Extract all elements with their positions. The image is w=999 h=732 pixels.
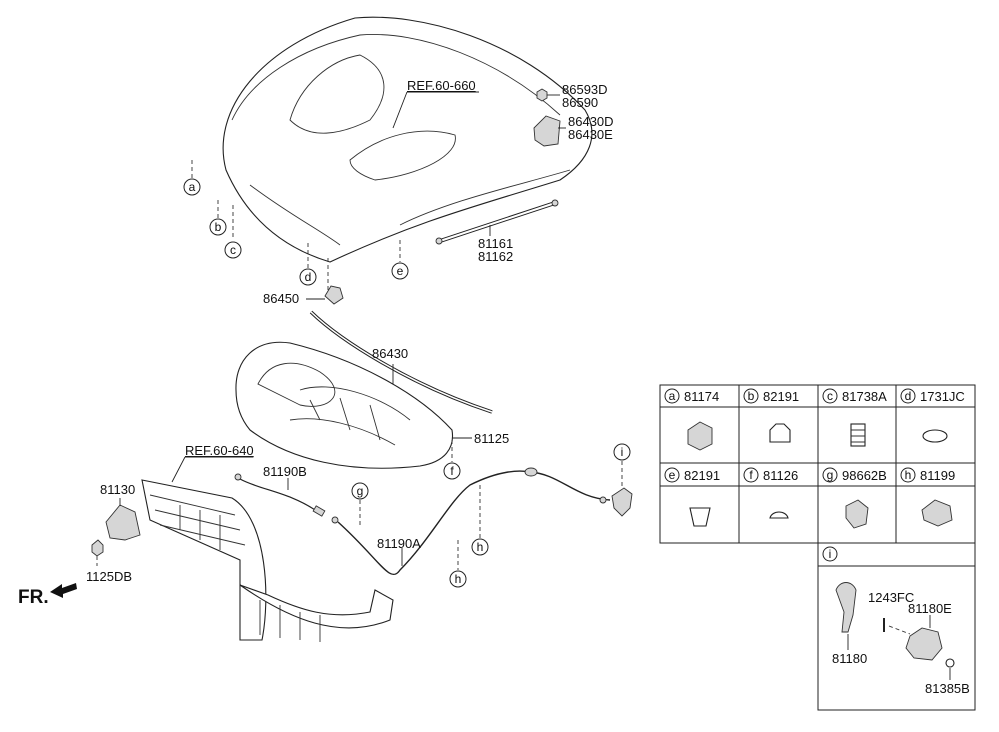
label-86590: 86590 [562,95,598,110]
svg-text:f: f [450,464,454,478]
svg-text:a: a [189,180,196,194]
label-86430E: 86430E [568,127,613,142]
legend-cell-g: g 98662B [822,467,887,529]
label-81190A: 81190A [377,536,421,551]
part-icon-81199 [921,499,953,527]
label-81130: 81130 [100,482,135,497]
legend-part-c: 81738A [842,389,887,404]
svg-text:g: g [827,468,834,482]
hood-bumper-stop: 86450 [263,285,344,306]
label-86593D: 86593D [562,82,608,97]
legend-part-d: 1731JC [920,389,965,404]
label-81180: 81180 [832,651,867,666]
hood-weatherstrip: 86430 [309,310,493,414]
callout-e: e [391,262,409,280]
part-icon-82191-b [769,423,791,443]
label-81161: 81161 [478,236,513,251]
svg-text:c: c [827,389,833,403]
callout-a: a [183,178,201,196]
callout-h-upper: h [471,538,489,556]
label-81125: 81125 [474,431,509,446]
front-ref-label: REF.60-640 [185,443,254,458]
part-icon-81738A [850,423,866,447]
label-81180E: 81180E [908,601,952,616]
svg-text:e: e [669,468,676,482]
front-end-module [141,479,394,642]
hood-hinge-bracket: 86430D 86430E [533,114,614,147]
part-icon-81174 [687,421,713,451]
svg-text:h: h [905,468,912,482]
svg-text:d: d [905,389,912,403]
hood-lift-strut: 81161 81162 [435,199,559,264]
parts-legend-table: a 81174 b 82191 c 81738A d 1731JC e 8 [659,384,976,544]
label-1243FC: 1243FC [868,590,914,605]
svg-text:c: c [230,243,236,257]
svg-text:d: d [305,270,312,284]
svg-text:b: b [748,389,755,403]
label-81385B: 81385B [925,681,970,696]
release-cable-a: 81190A [331,461,623,576]
part-icon-82191-e [689,507,711,527]
legend-cell-c: c 81738A [822,388,887,447]
legend-part-e: 82191 [684,468,720,483]
svg-text:b: b [215,220,222,234]
part-icon-98662B [845,499,869,529]
svg-text:a: a [669,389,676,403]
hood-reference: REF.60-660 [392,78,479,129]
legend-cell-d: d 1731JC [900,388,965,443]
callout-g: g [351,482,369,500]
legend-part-h: 81199 [920,468,955,483]
svg-text:h: h [455,572,462,586]
svg-text:i: i [621,445,624,459]
release-cable-b: 81190B [234,464,326,517]
svg-text:e: e [397,264,404,278]
part-icon-1731JC [922,429,948,443]
callout-b: b [209,218,227,236]
hood-bumper-nut: 86593D 86590 [536,82,608,110]
legend-cell-e: e 82191 [664,467,720,527]
label-86430: 86430 [372,346,408,361]
svg-text:i: i [829,547,832,561]
label-81162: 81162 [478,249,513,264]
hood-insulator: 81125 [235,341,509,469]
callout-d: d [299,268,317,286]
front-direction-label: FR. [18,587,49,608]
front-reference: REF.60-640 [171,443,254,483]
callout-c: c [224,241,242,259]
label-86430D: 86430D [568,114,614,129]
legend-part-a: 81174 [684,389,719,404]
hood-panel [222,16,593,263]
label-86450: 86450 [263,291,299,306]
nut-81385B [945,658,955,668]
callout-i: i [613,443,631,461]
callout-f: f [443,462,461,480]
label-1125DB: 1125DB [86,569,132,584]
callout-h-lower: h [449,570,467,588]
circle-callouts: a b c d e f g h h i [183,178,631,588]
part-icon-81126 [769,511,789,519]
label-81190B: 81190B [263,464,307,479]
svg-text:h: h [477,540,484,554]
legend-cell-f: f 81126 [743,467,798,519]
release-bracket-81180E [905,627,943,661]
front-direction-arrow [50,583,77,598]
svg-text:g: g [357,484,364,498]
hood-ref-label: REF.60-660 [407,78,476,93]
legend-part-g: 98662B [842,468,887,483]
legend-cell-a: a 81174 [664,388,719,451]
legend-part-b: 82191 [763,389,799,404]
legend-part-f: 81126 [763,468,798,483]
detail-i-box: i 81180 1243FC 81180E 81385B [817,542,976,711]
hood-dash-leaders [191,160,401,290]
svg-text:f: f [749,468,753,482]
release-handle-81180 [835,582,857,633]
legend-cell-h: h 81199 [900,467,955,527]
hood-release-handle-assy [611,487,633,517]
hood-latch: 81130 1125DB FR. [18,482,141,608]
legend-cell-b: b 82191 [743,388,799,443]
